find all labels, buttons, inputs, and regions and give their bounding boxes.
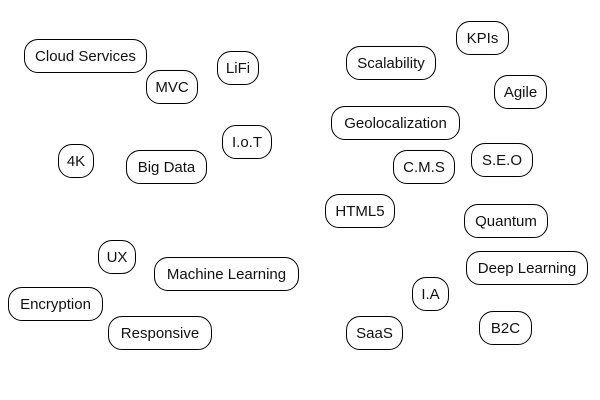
tag-cms: C.M.S: [393, 150, 455, 184]
tag-geolocalization: Geolocalization: [331, 106, 460, 140]
tag-b2c: B2C: [479, 311, 532, 345]
tag-ia: I.A: [412, 277, 449, 311]
tag-deep-learning: Deep Learning: [466, 251, 588, 285]
tag-scalability: Scalability: [346, 46, 436, 80]
tag-agile: Agile: [494, 75, 547, 109]
tag-kpis: KPIs: [456, 21, 509, 55]
tag-saas: SaaS: [346, 316, 403, 350]
tag-cloud-services: Cloud Services: [24, 39, 147, 73]
tag-seo: S.E.O: [471, 143, 533, 177]
tag-iot: I.o.T: [222, 125, 272, 159]
tag-encryption: Encryption: [8, 287, 103, 321]
tag-machine-learning: Machine Learning: [154, 257, 299, 291]
tag-mvc: MVC: [146, 70, 198, 104]
tag-4k: 4K: [58, 144, 94, 178]
tag-big-data: Big Data: [126, 150, 207, 184]
tag-ux: UX: [98, 240, 136, 274]
tag-quantum: Quantum: [464, 204, 548, 238]
tag-html5: HTML5: [325, 194, 395, 228]
tag-lifi: LiFi: [217, 51, 259, 85]
tag-responsive: Responsive: [108, 316, 212, 350]
